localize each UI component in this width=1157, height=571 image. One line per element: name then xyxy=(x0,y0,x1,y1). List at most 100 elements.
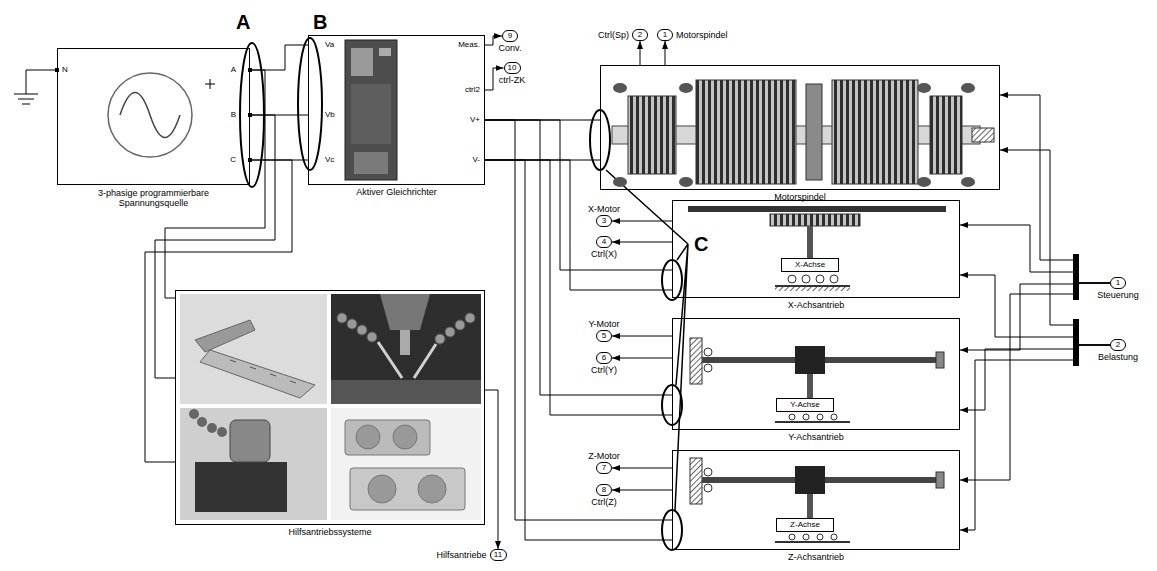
signal-line xyxy=(612,336,672,337)
ball-screw-picture xyxy=(704,468,712,476)
auxiliary-drive-photos xyxy=(345,420,430,455)
port-number: 10 xyxy=(508,63,517,72)
port-label: B xyxy=(231,110,236,119)
port-number: 4 xyxy=(602,237,606,246)
ac-source-symbol xyxy=(108,73,192,157)
auxiliary-drives-block: Hilfsantriebssysteme xyxy=(175,290,485,525)
signal-line xyxy=(1000,95,1110,283)
converter-picture xyxy=(354,152,388,174)
phase-wire xyxy=(165,70,265,298)
auxiliary-drive-photos xyxy=(331,294,481,404)
auxiliary-drive-photos xyxy=(347,319,357,329)
signal-line xyxy=(665,41,666,65)
port-number: 7 xyxy=(602,463,606,472)
port-name: Hilfsantriebe xyxy=(436,550,486,560)
outport-block: 6Ctrl(Y) xyxy=(596,352,612,364)
ball-screw-picture xyxy=(807,494,813,518)
dc-bus-wire xyxy=(485,160,600,161)
axis-slide-box: X-Achse xyxy=(781,258,839,272)
auxiliary-drive-photos xyxy=(180,408,327,520)
voltage-source-block: 3-phasige programmierbare Spannungsquell… xyxy=(57,48,250,185)
converter-picture xyxy=(351,84,391,144)
linear-motor-picture xyxy=(770,214,860,226)
port-name: Y-Motor xyxy=(588,319,619,329)
inport-block: 1Steuerung xyxy=(1110,277,1126,289)
auxiliary-drive-photos xyxy=(217,427,227,437)
ball-screw-picture xyxy=(775,421,850,423)
signal-line xyxy=(485,390,498,549)
auxiliary-drive-photos xyxy=(356,425,380,449)
motor-spindle-picture xyxy=(832,80,918,184)
ac-source-symbol xyxy=(248,68,252,72)
dc-bus-wire xyxy=(485,120,672,520)
signal-line xyxy=(960,345,1110,530)
auxiliary-drive-photos xyxy=(195,320,255,352)
auxiliary-drive-photos xyxy=(418,475,446,503)
auxiliary-drive-photos xyxy=(435,334,445,344)
outport-block: 1Motorspindel xyxy=(657,29,673,41)
auxiliary-drive-photos xyxy=(445,327,455,337)
dc-bus-wire xyxy=(485,120,672,395)
signal-line xyxy=(960,225,1110,283)
mux-bar xyxy=(1073,254,1079,300)
phase-wire xyxy=(155,115,275,378)
motor-spindle-picture xyxy=(612,126,980,144)
auxiliary-drive-photos xyxy=(357,325,367,335)
port-name: Ctrl(Z) xyxy=(591,497,617,507)
port-name: Belastung xyxy=(1098,352,1138,362)
ac-source-symbol xyxy=(248,158,252,162)
auxiliary-drive-photos xyxy=(195,462,287,512)
linear-motor-picture xyxy=(688,206,946,291)
port-name: Motorspindel xyxy=(676,30,728,40)
block-caption: 3-phasige programmierbare Spannungsquell… xyxy=(74,188,234,209)
outport-block: 8Ctrl(Z) xyxy=(596,484,612,496)
signal-line xyxy=(960,283,1110,480)
axis-drive-block: Y-AchseY-Achsantrieb xyxy=(672,318,960,430)
port-label: Vb xyxy=(325,110,335,119)
outport-block: 7Z-Motor xyxy=(596,462,612,474)
signal-line xyxy=(960,283,1110,350)
ball-screw-picture xyxy=(789,534,795,540)
ball-screw-picture xyxy=(690,338,702,384)
port-label: V- xyxy=(472,155,480,164)
motor-spindle-picture xyxy=(696,80,796,184)
auxiliary-drive-photos xyxy=(180,294,327,404)
signal-line xyxy=(960,345,1110,410)
port-name: Z-Motor xyxy=(588,451,620,461)
phase-wire xyxy=(250,115,308,116)
ac-source-symbol xyxy=(205,79,215,89)
outport-block: 10ctrl-ZK xyxy=(504,62,521,74)
linear-motor-picture xyxy=(788,275,796,283)
auxiliary-drive-photos xyxy=(393,425,417,449)
motor-spindle-picture xyxy=(612,80,994,187)
port-name: Ctrl(Y) xyxy=(591,365,617,375)
outport-block: 2Ctrl(Sp) xyxy=(632,29,648,41)
ball-screw-picture xyxy=(817,534,823,540)
mux-bar xyxy=(1073,254,1079,366)
port-group-ellipse xyxy=(240,43,264,187)
block-caption: Z-Achsantrieb xyxy=(788,552,844,562)
auxiliary-drive-photos xyxy=(230,420,270,462)
axis-label: Y-Achse xyxy=(790,400,820,409)
dc-bus-wire xyxy=(485,120,672,270)
block-caption: Y-Achsantrieb xyxy=(788,432,844,442)
port-number: 6 xyxy=(602,353,606,362)
port-group-ellipse xyxy=(298,38,322,170)
port-number: 1 xyxy=(1116,278,1120,287)
ball-screw-picture xyxy=(702,477,938,483)
port-name: X-Motor xyxy=(588,204,620,214)
auxiliary-drive-photos xyxy=(465,313,475,323)
mux-bar xyxy=(1073,319,1079,366)
auxiliary-drive-photos xyxy=(378,342,436,378)
dc-bus-wire xyxy=(485,120,600,121)
motor-spindle-picture xyxy=(679,83,693,93)
auxiliary-drive-photos xyxy=(180,294,481,520)
dc-bus-wire xyxy=(485,160,672,415)
port-name: Steuerung xyxy=(1097,290,1139,300)
block-caption: Aktiver Gleichrichter xyxy=(356,187,437,197)
ball-screw-picture xyxy=(795,346,825,374)
